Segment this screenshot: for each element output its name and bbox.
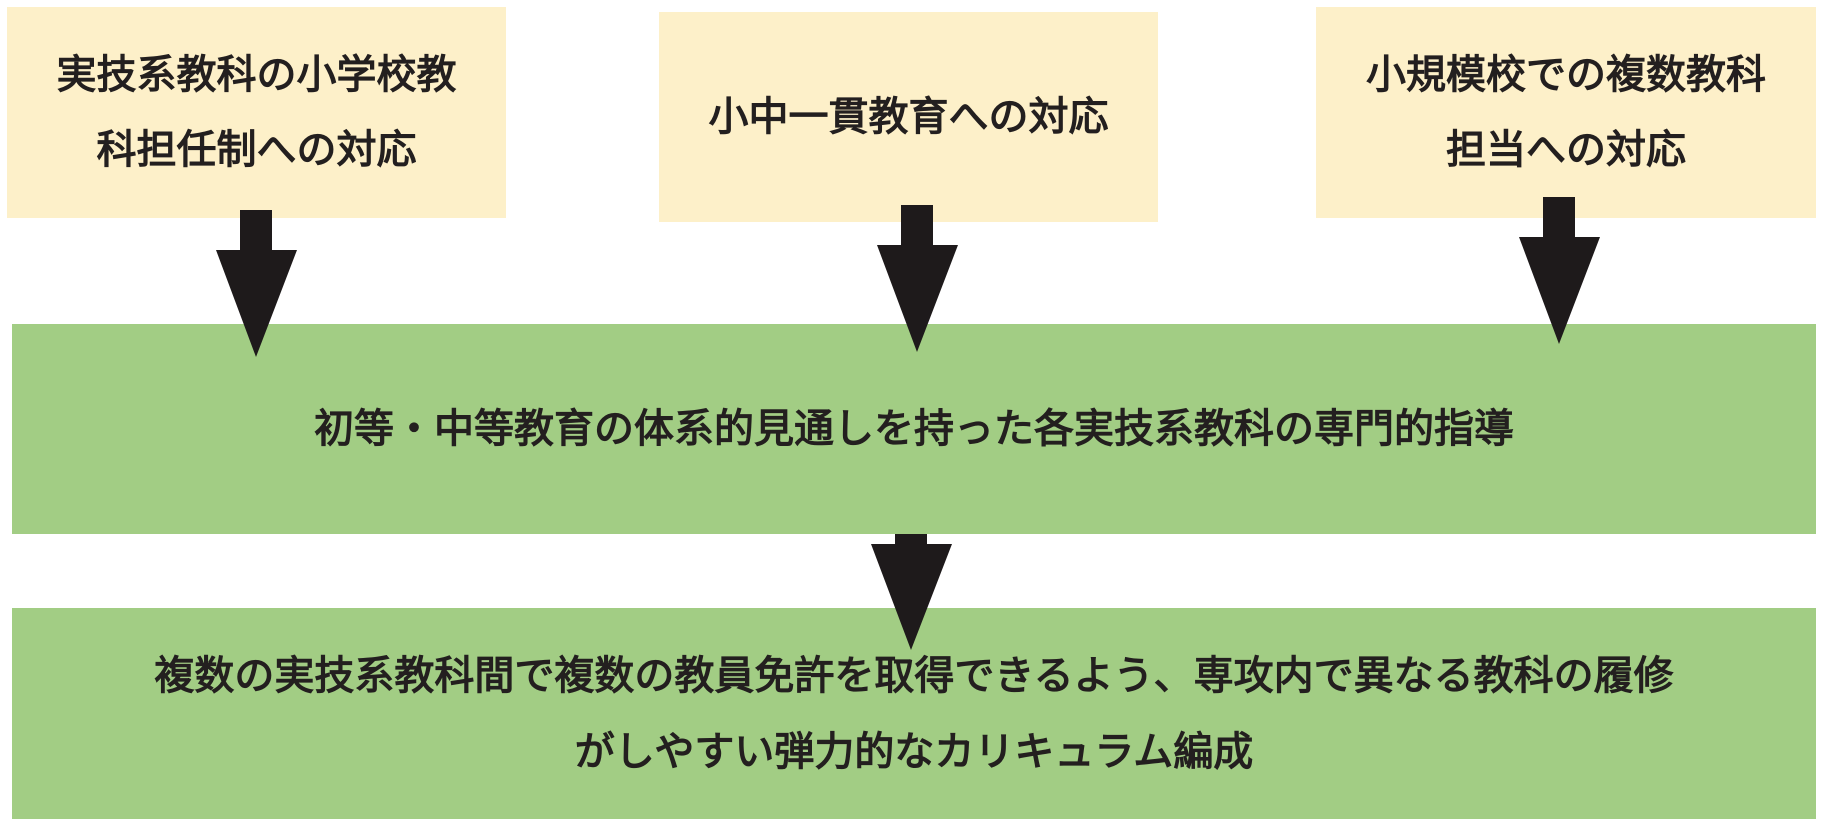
top-box-elementary-subject-teacher: 実技系教科の小学校教 科担任制への対応 <box>7 7 506 218</box>
top-box-left-line-1: 実技系教科の小学校教 <box>56 51 457 98</box>
down-arrow-left-icon <box>216 210 297 357</box>
top-box-right-line-1: 小規模校での複数教科 <box>1366 51 1766 98</box>
top-box-center-line-1: 小中一貫教育への対応 <box>708 93 1109 140</box>
middle-box-line-1: 初等・中等教育の体系的見通しを持った各実技系教科の専門的指導 <box>314 406 1514 452</box>
middle-box-specialized-instruction: 初等・中等教育の体系的見通しを持った各実技系教科の専門的指導 <box>12 324 1816 534</box>
down-arrow-right-icon <box>1519 197 1600 344</box>
bottom-box-flexible-curriculum: 複数の実技系教科間で複数の教員免許を取得できるよう、専攻内で異なる教科の履修 が… <box>12 608 1816 819</box>
top-box-integrated-education: 小中一貫教育への対応 <box>659 12 1158 222</box>
top-box-small-school-multiple-subjects: 小規模校での複数教科 担当への対応 <box>1316 7 1816 218</box>
down-arrow-center-icon <box>877 205 958 352</box>
bottom-box-line-1: 複数の実技系教科間で複数の教員免許を取得できるよう、専攻内で異なる教科の履修 <box>154 652 1674 699</box>
top-box-right-line-2: 担当への対応 <box>1446 126 1686 173</box>
top-box-left-line-2: 科担任制への対応 <box>96 126 417 173</box>
down-arrow-middle-to-bottom-icon <box>871 534 952 650</box>
bottom-box-line-2: がしやすい弾力的なカリキュラム編成 <box>574 728 1254 775</box>
